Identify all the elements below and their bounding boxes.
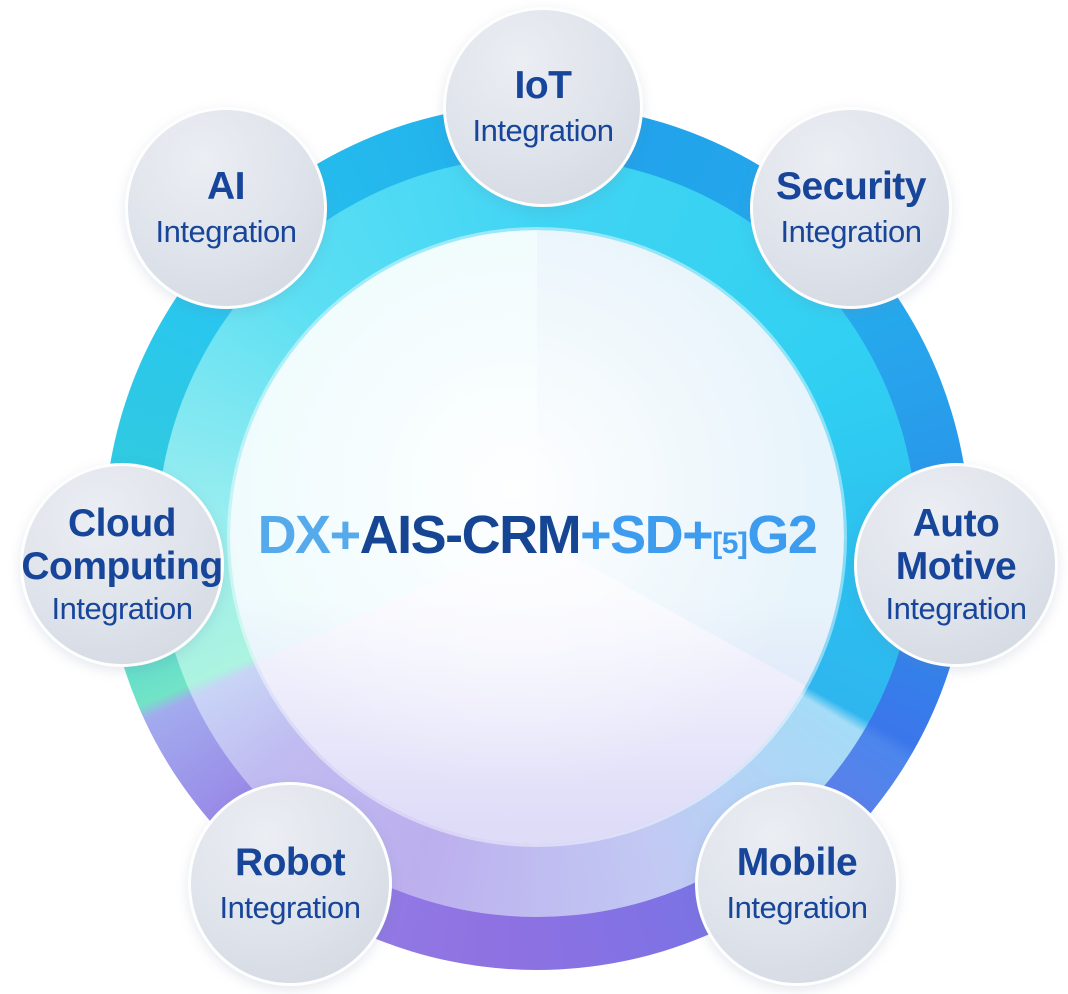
node-title: Robot <box>234 841 346 885</box>
node-title: IoT <box>514 64 572 108</box>
node-ai-integration: AI Integration <box>125 107 327 309</box>
core-segment-ais-crm: AIS-CRM <box>359 505 582 565</box>
node-subtitle: Integration <box>155 213 298 249</box>
node-title: AI <box>207 165 246 209</box>
node-title: Cloud Computing <box>21 502 223 588</box>
node-auto-motive-integration: Auto Motive Integration <box>854 463 1058 667</box>
node-robot-integration: Robot Integration <box>188 782 392 986</box>
node-title: Mobile <box>736 841 858 885</box>
core-segment-sd: +SD+ <box>580 505 714 565</box>
node-title: Auto Motive <box>895 502 1017 588</box>
node-cloud-computing-integration: Cloud Computing Integration <box>20 463 224 667</box>
core-segment-dx: DX+ <box>257 505 362 565</box>
core-segment-5: [5] <box>712 527 748 560</box>
node-subtitle: Integration <box>219 889 362 925</box>
node-subtitle: Integration <box>726 889 869 925</box>
node-title: Security <box>776 165 926 209</box>
node-security-integration: Security Integration <box>750 107 952 309</box>
node-mobile-integration: Mobile Integration <box>695 782 899 986</box>
node-subtitle: Integration <box>780 213 923 249</box>
node-subtitle: Integration <box>885 590 1028 626</box>
node-subtitle: Integration <box>51 590 194 626</box>
node-subtitle: Integration <box>472 112 615 148</box>
node-iot-integration: IoT Integration <box>443 7 643 207</box>
core-circle: DX+AIS-CRM+SD+[5]G2 <box>230 230 844 844</box>
core-segment-g2: G2 <box>747 505 818 565</box>
core-headline: DX+AIS-CRM+SD+[5]G2 <box>257 505 818 565</box>
